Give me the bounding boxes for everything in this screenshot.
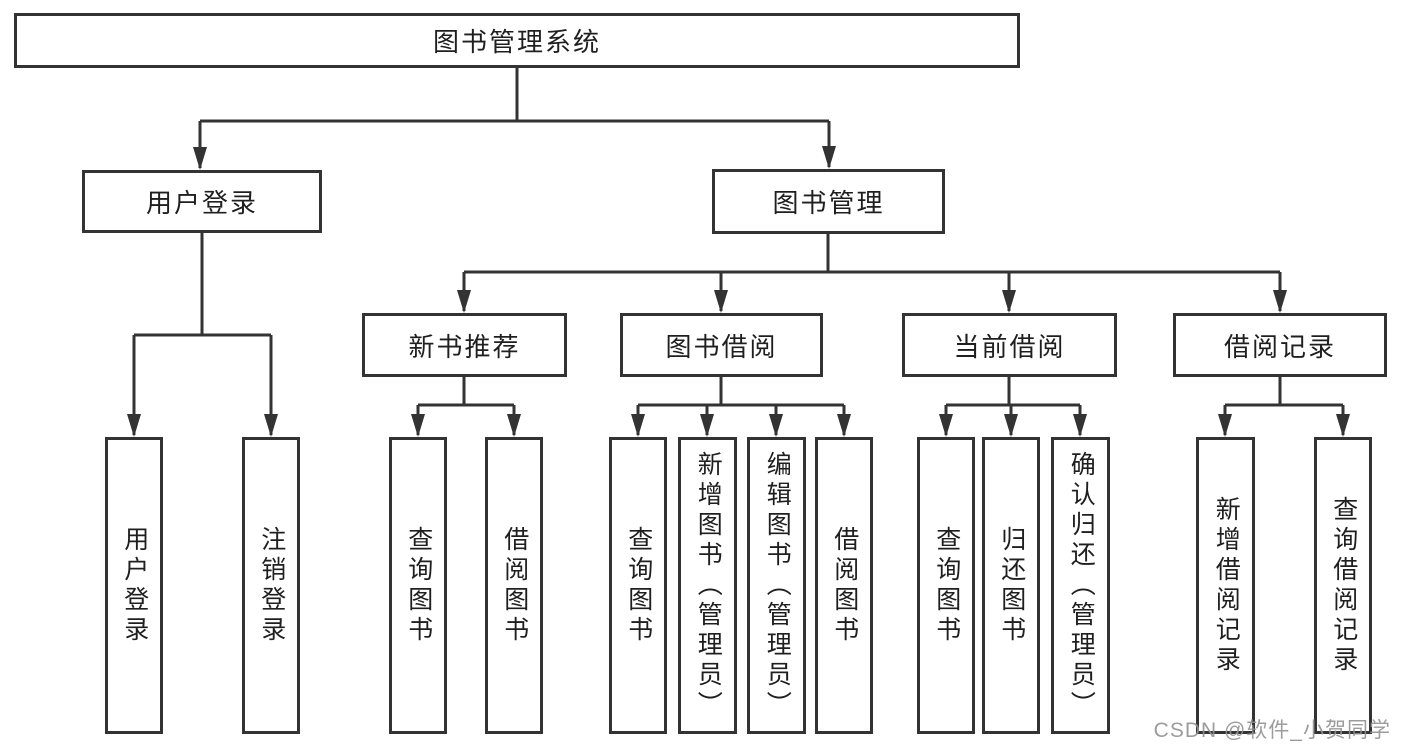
node-label: 查询图书 [404, 525, 433, 646]
leaf-query-borrow-record: 查询借阅记录 [1314, 437, 1372, 734]
leaf-add-borrow-record: 新增借阅记录 [1196, 437, 1255, 734]
node-label: 用户登录 [120, 525, 149, 646]
connector-book-management-branch [462, 234, 1282, 311]
leaf-return-book: 归还图书 [982, 437, 1040, 734]
node-borrowing-records: 借阅记录 [1173, 313, 1387, 377]
leaf-user-login: 用户登录 [105, 437, 163, 734]
node-label: 图书借阅 [665, 331, 778, 362]
node-label: 编辑图书（管理员） [763, 450, 792, 721]
leaf-edit-book-admin: 编辑图书（管理员） [747, 437, 806, 734]
leaf-query-books-borrowing: 查询图书 [609, 437, 667, 734]
node-label: 用户登录 [145, 188, 258, 218]
node-book-management: 图书管理 [712, 169, 945, 234]
node-label: 图书管理 [772, 188, 885, 218]
node-library-management-system: 图书管理系统 [14, 13, 1020, 68]
node-label: 当前借阅 [953, 331, 1066, 362]
node-new-book-recommend: 新书推荐 [362, 313, 567, 377]
leaf-query-books-recommend: 查询图书 [389, 437, 447, 734]
node-book-borrowing: 图书借阅 [620, 313, 823, 377]
leaf-logout-login: 注销登录 [242, 437, 300, 734]
node-label: 图书管理系统 [432, 27, 601, 57]
leaf-borrow-books-borrowing: 借阅图书 [815, 437, 873, 734]
node-label: 查询图书 [624, 525, 653, 646]
node-label: 归还图书 [997, 525, 1026, 646]
node-current-borrowing: 当前借阅 [902, 313, 1117, 377]
leaf-query-books-current: 查询图书 [917, 437, 975, 734]
node-label: 借阅图书 [500, 525, 529, 646]
connector-user-login-branch [132, 233, 273, 435]
connector-current-borrowing-branch [944, 377, 1082, 435]
node-label: 新增图书（管理员） [694, 450, 723, 721]
connector-root-to-level2 [198, 68, 831, 168]
connector-new-book-branch [416, 377, 516, 435]
node-label: 查询图书 [932, 525, 961, 646]
node-label: 新书推荐 [408, 331, 521, 362]
node-label: 确认归还（管理员） [1067, 450, 1096, 721]
leaf-add-book-admin: 新增图书（管理员） [678, 437, 737, 734]
connector-book-borrowing-branch [636, 377, 846, 435]
leaf-confirm-return-admin: 确认归还（管理员） [1051, 437, 1110, 734]
node-user-login: 用户登录 [82, 170, 322, 233]
csdn-watermark: CSDN @软件_小贺同学 [1153, 719, 1391, 742]
leaf-borrow-books-recommend: 借阅图书 [485, 437, 543, 734]
node-label: 注销登录 [257, 525, 286, 646]
node-label: 借阅记录 [1223, 331, 1336, 362]
node-label: 新增借阅记录 [1212, 495, 1241, 676]
connector-borrowing-records-branch [1223, 377, 1345, 435]
node-label: 查询借阅记录 [1329, 495, 1358, 676]
node-label: 借阅图书 [830, 525, 859, 646]
